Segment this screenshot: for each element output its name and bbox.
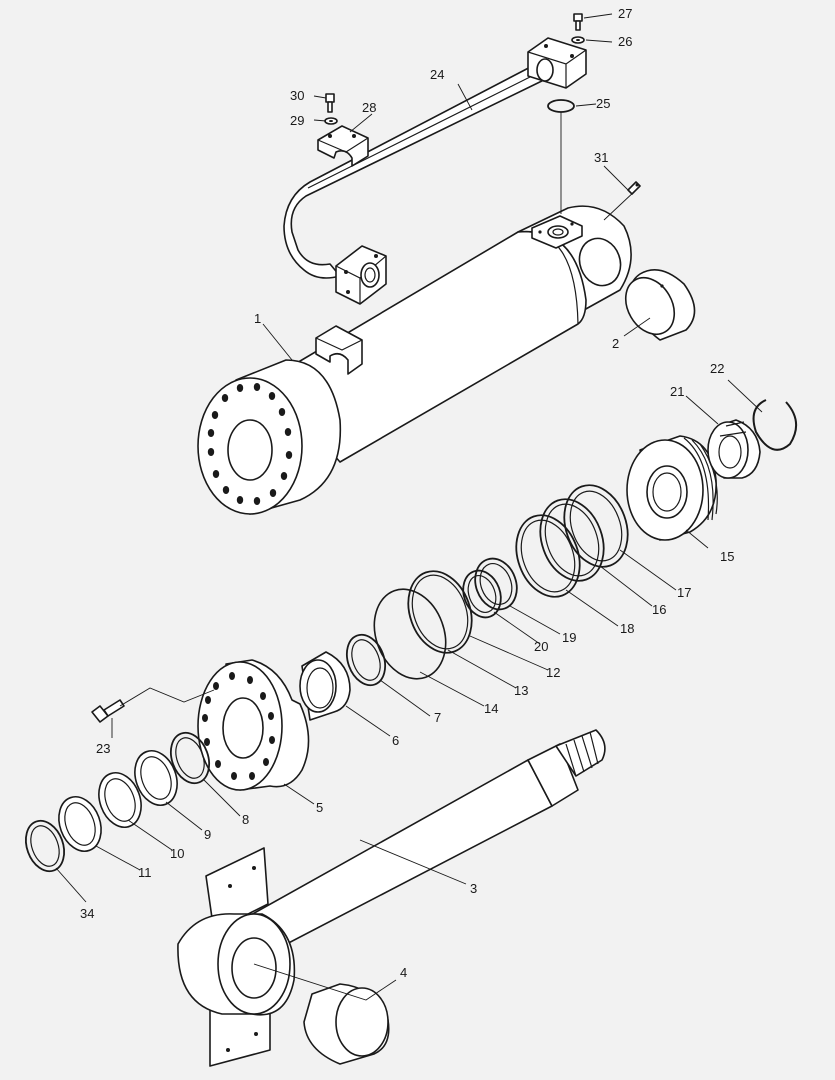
callout-9: 9 — [204, 827, 211, 842]
callout-25: 25 — [596, 96, 610, 111]
callout-1: 1 — [254, 311, 261, 326]
callout-31: 31 — [594, 150, 608, 165]
callout-10: 10 — [170, 846, 184, 861]
callout-12: 12 — [546, 665, 560, 680]
callout-21: 21 — [670, 384, 684, 399]
piston — [626, 435, 718, 541]
callout-3: 3 — [470, 881, 477, 896]
tube-end-block — [527, 37, 587, 89]
bolt-30 — [325, 93, 335, 113]
callout-20: 20 — [534, 639, 548, 654]
gland-head — [197, 659, 310, 791]
snap-ring — [752, 399, 797, 451]
callout-24: 24 — [430, 67, 444, 82]
callout-17: 17 — [677, 585, 691, 600]
callout-19: 19 — [562, 630, 576, 645]
callout-13: 13 — [514, 683, 528, 698]
callout-2: 2 — [612, 336, 619, 351]
bushing-6 — [299, 651, 351, 721]
lock-nut — [707, 419, 761, 479]
grease-fitting — [627, 181, 641, 195]
callout-28: 28 — [362, 100, 376, 115]
callout-14: 14 — [484, 701, 498, 716]
callout-26: 26 — [618, 34, 632, 49]
end-cap-bolt-holes — [207, 383, 293, 505]
callout-labels: 1 2 3 4 5 6 7 8 9 10 11 12 13 14 15 16 1… — [80, 6, 734, 980]
callout-11: 11 — [138, 865, 152, 880]
callout-5: 5 — [316, 800, 323, 815]
tube-flange — [335, 245, 387, 305]
callout-34: 34 — [80, 906, 94, 921]
piston-rod — [177, 729, 606, 1067]
callout-23: 23 — [96, 741, 110, 756]
callout-4: 4 — [400, 965, 407, 980]
callout-30: 30 — [290, 88, 304, 103]
callout-15: 15 — [720, 549, 734, 564]
washer-26 — [571, 36, 585, 44]
leader-lines — [55, 13, 763, 1001]
seal-rings — [373, 484, 629, 680]
rod-seals — [24, 731, 211, 873]
clamp — [317, 125, 369, 167]
callout-6: 6 — [392, 733, 399, 748]
callout-22: 22 — [710, 361, 724, 376]
hydraulic-tube — [283, 61, 549, 279]
bolt-23 — [91, 699, 125, 723]
ring-7 — [345, 633, 387, 687]
callout-7: 7 — [434, 710, 441, 725]
callout-27: 27 — [618, 6, 632, 21]
cylinder-barrel — [197, 205, 632, 515]
callout-29: 29 — [290, 113, 304, 128]
washer-29 — [324, 117, 338, 125]
bushing-2 — [624, 268, 696, 341]
bushing-4 — [303, 983, 390, 1065]
callout-18: 18 — [620, 621, 634, 636]
bolt-27 — [573, 13, 583, 31]
callout-16: 16 — [652, 602, 666, 617]
callout-8: 8 — [242, 812, 249, 827]
o-ring-25 — [547, 99, 575, 113]
